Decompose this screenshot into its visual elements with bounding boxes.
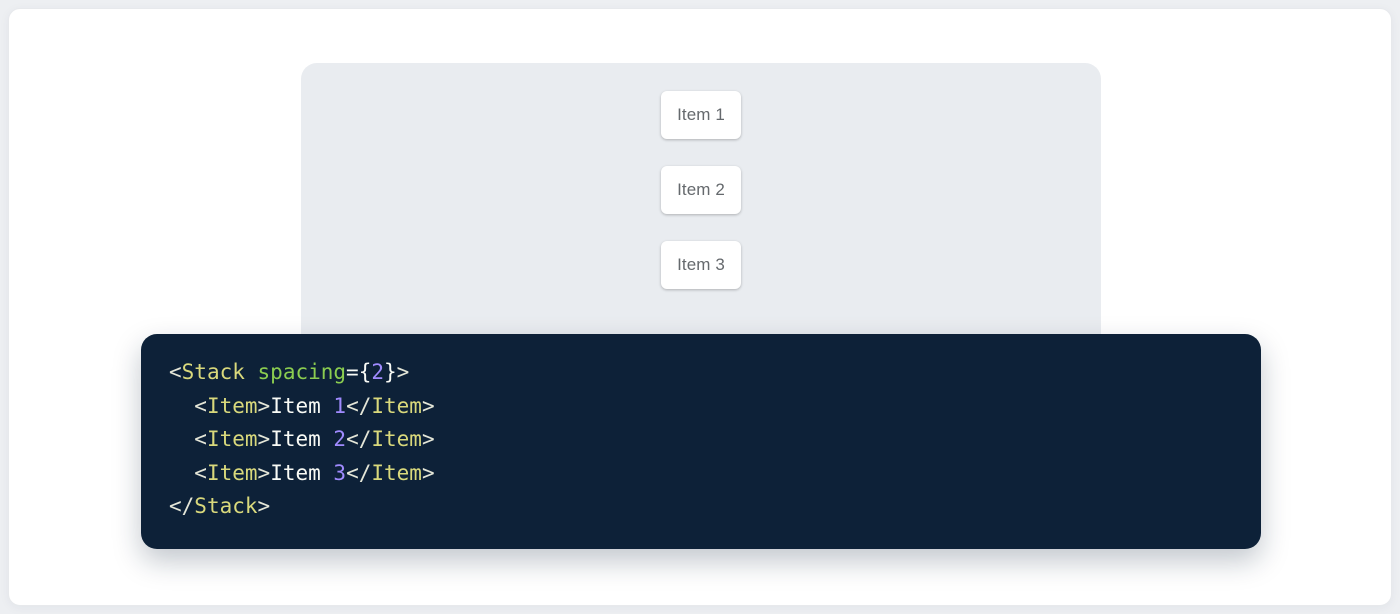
- code-token-num: 2: [371, 360, 385, 384]
- code-token-punct: </: [169, 494, 195, 518]
- code-token-plain: [169, 461, 194, 485]
- code-token-tag: Item: [206, 427, 258, 451]
- code-token-punct: <: [194, 393, 207, 418]
- stack-item: Item 2: [661, 166, 741, 214]
- code-token-punct: >: [421, 460, 435, 485]
- code-token-plain: =: [346, 360, 359, 384]
- code-token-punct: >: [257, 427, 271, 451]
- code-line: <Item>Item 3</Item>: [169, 457, 1233, 491]
- code-token-punct: >: [257, 393, 271, 418]
- code-token-plain: {: [358, 360, 372, 384]
- code-token-tag: Item: [206, 393, 258, 418]
- code-token-tag: Item: [371, 427, 422, 451]
- code-token-plain: Item: [270, 460, 334, 485]
- code-token-punct: >: [257, 494, 271, 518]
- code-token-punct: >: [421, 427, 435, 451]
- code-token-plain: }: [384, 360, 397, 384]
- code-token-tag: Item: [206, 460, 258, 485]
- code-line: <Item>Item 1</Item>: [169, 390, 1233, 424]
- demo-preview-panel: Item 1 Item 2 Item 3: [301, 63, 1101, 359]
- code-token-punct: </: [346, 460, 372, 485]
- code-token-punct: <: [169, 360, 182, 384]
- code-token-punct: >: [421, 393, 435, 418]
- code-token-punct: </: [346, 427, 372, 451]
- code-token-plain: [169, 427, 194, 451]
- code-token-punct: >: [396, 360, 410, 384]
- code-token-tag: Stack: [181, 360, 245, 384]
- code-line: </Stack>: [169, 490, 1233, 524]
- code-token-plain: Item: [270, 393, 334, 418]
- stack-demo: Item 1 Item 2 Item 3: [301, 63, 1101, 289]
- code-line: <Stack spacing={2}>: [169, 356, 1233, 390]
- code-token-plain: Item: [270, 427, 334, 451]
- code-token-num: 2: [333, 427, 347, 451]
- stack-item: Item 1: [661, 91, 741, 139]
- code-token-num: 1: [333, 393, 347, 418]
- code-block: <Stack spacing={2}> <Item>Item 1</Item> …: [141, 334, 1261, 549]
- stack-item: Item 3: [661, 241, 741, 289]
- code-token-tag: Stack: [194, 494, 258, 518]
- code-token-plain: [169, 394, 194, 418]
- code-token-punct: <: [194, 427, 207, 451]
- code-token-tag: Item: [371, 460, 422, 485]
- code-token-tag: Item: [371, 393, 422, 418]
- code-line: <Item>Item 2</Item>: [169, 423, 1233, 457]
- code-token-punct: </: [346, 393, 372, 418]
- code-token-attr: spacing: [257, 360, 347, 384]
- code-token-num: 3: [333, 460, 347, 485]
- code-token-plain: [245, 360, 258, 384]
- code-token-punct: >: [257, 460, 271, 485]
- code-token-punct: <: [194, 460, 207, 485]
